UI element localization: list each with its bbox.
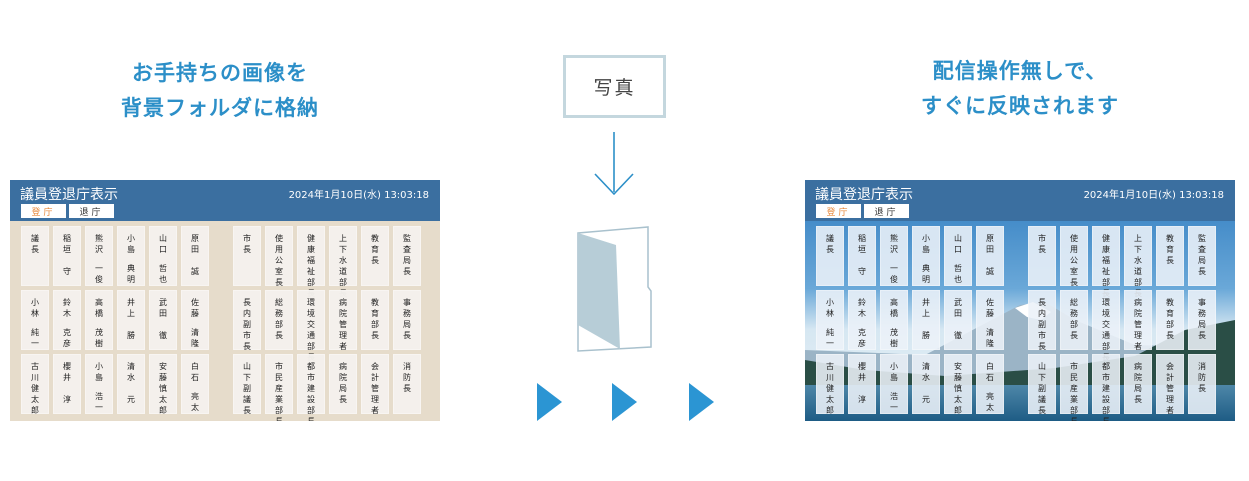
member-card: 議長 [816, 226, 844, 286]
right-caption-line2: すぐに反映されます [921, 94, 1119, 118]
official-card: 都市建設部長 [1092, 354, 1120, 421]
member-card: 高橋茂樹 [85, 290, 113, 350]
member-card: 熊沢一俊 [880, 226, 908, 286]
official-card: 市長 [233, 226, 261, 286]
member-card: 櫻井淳 [848, 354, 876, 414]
tab-leave[interactable]: 退庁 [864, 204, 909, 218]
tab-leave[interactable]: 退庁 [69, 204, 114, 218]
member-card: 原田誠 [976, 226, 1004, 286]
official-card: 長内副市長 [233, 290, 261, 351]
official-card: 会計管理者 [1156, 354, 1184, 415]
app-title: 議員登退庁表示 [20, 187, 118, 203]
official-card: 都市建設部長 [297, 354, 325, 421]
app-title: 議員登退庁表示 [815, 187, 913, 203]
official-card: 市長 [1028, 226, 1056, 286]
official-card: 総務部長 [1060, 290, 1088, 350]
tab-attend[interactable]: 登庁 [21, 204, 66, 218]
official-card: 市民産業部長 [1060, 354, 1088, 421]
official-card: 教育部長 [361, 290, 389, 350]
tab-attend[interactable]: 登庁 [816, 204, 861, 218]
left-caption-line1: お手持ちの画像を [132, 61, 308, 85]
photo-label-box: 写真 [563, 55, 666, 118]
member-card: 議長 [21, 226, 49, 286]
official-card: 長内副市長 [1028, 290, 1056, 351]
member-card: 原田誠 [181, 226, 209, 286]
official-card: 健康福祉部長 [1092, 226, 1120, 298]
member-card: 小島典明 [912, 226, 940, 286]
official-card: 山下副議長 [1028, 354, 1056, 415]
member-card: 熊沢一俊 [85, 226, 113, 286]
member-card: 小島典明 [117, 226, 145, 286]
official-card: 市民産業部長 [265, 354, 293, 421]
member-card: 鈴木克彦 [848, 290, 876, 350]
official-card: 会計管理者 [361, 354, 389, 415]
member-card: 山口哲也 [149, 226, 177, 286]
member-card: 安藤慎太郎 [149, 354, 177, 415]
official-card: 健康福祉部長 [297, 226, 325, 298]
official-card: 使用公室長 [1060, 226, 1088, 287]
member-card: 白石亮太 [976, 354, 1004, 414]
official-card: 事務局長 [393, 290, 421, 350]
left-caption-line2: 背景フォルダに格納 [121, 96, 319, 120]
screen-header: 議員登退庁表示 2024年1月10日(水) 13:03:18 登庁 退庁 [10, 180, 440, 221]
official-card: 病院局長 [329, 354, 357, 414]
right-caption: 配信操作無しで、 すぐに反映されます [820, 54, 1220, 124]
member-card: 井上勝 [117, 290, 145, 350]
arrow-down-icon [594, 132, 634, 196]
folder-icon [577, 226, 652, 352]
official-card: 病院管理者 [1124, 290, 1152, 351]
display-screen-photo: 議員登退庁表示 2024年1月10日(水) 13:03:18 登庁 退庁 議長稲… [805, 180, 1235, 421]
official-card: 上下水道部長 [329, 226, 357, 298]
member-card: 清水元 [912, 354, 940, 414]
member-card: 小林純一 [21, 290, 49, 350]
member-card: 古川健太郎 [21, 354, 49, 415]
member-card: 小島浩一 [85, 354, 113, 414]
member-card: 小林純一 [816, 290, 844, 350]
official-card: 教育長 [1156, 226, 1184, 286]
member-card: 小島浩一 [880, 354, 908, 414]
official-card: 環境交通部長 [1092, 290, 1120, 362]
play-arrow-icon [537, 383, 562, 421]
official-card: 教育部長 [1156, 290, 1184, 350]
member-card: 稲垣守 [848, 226, 876, 286]
member-card: 櫻井淳 [53, 354, 81, 414]
photo-label: 写真 [593, 77, 636, 99]
member-card: 稲垣守 [53, 226, 81, 286]
member-card: 佐藤清隆 [976, 290, 1004, 350]
official-card: 事務局長 [1188, 290, 1216, 350]
official-card: 病院局長 [1124, 354, 1152, 414]
official-card: 教育長 [361, 226, 389, 286]
datetime: 2024年1月10日(水) 13:03:18 [1083, 190, 1224, 201]
member-card: 山口哲也 [944, 226, 972, 286]
member-card: 武田徹 [149, 290, 177, 350]
member-card: 佐藤清隆 [181, 290, 209, 350]
play-arrow-icon [689, 383, 714, 421]
member-card: 鈴木克彦 [53, 290, 81, 350]
left-caption: お手持ちの画像を 背景フォルダに格納 [30, 56, 410, 126]
member-card: 清水元 [117, 354, 145, 414]
member-card: 白石亮太 [181, 354, 209, 414]
screen-header: 議員登退庁表示 2024年1月10日(水) 13:03:18 登庁 退庁 [805, 180, 1235, 221]
official-card: 使用公室長 [265, 226, 293, 287]
official-card: 環境交通部長 [297, 290, 325, 362]
official-card: 消防長 [393, 354, 421, 414]
official-card: 総務部長 [265, 290, 293, 350]
member-card: 古川健太郎 [816, 354, 844, 415]
right-caption-line1: 配信操作無しで、 [932, 59, 1108, 83]
official-card: 監査局長 [1188, 226, 1216, 286]
official-card: 病院管理者 [329, 290, 357, 351]
member-card: 高橋茂樹 [880, 290, 908, 350]
datetime: 2024年1月10日(水) 13:03:18 [288, 190, 429, 201]
official-card: 消防長 [1188, 354, 1216, 414]
official-card: 監査局長 [393, 226, 421, 286]
play-arrow-icon [612, 383, 637, 421]
official-card: 山下副議長 [233, 354, 261, 415]
display-screen-plain: 議員登退庁表示 2024年1月10日(水) 13:03:18 登庁 退庁 議長稲… [10, 180, 440, 421]
member-card: 安藤慎太郎 [944, 354, 972, 415]
member-card: 井上勝 [912, 290, 940, 350]
official-card: 上下水道部長 [1124, 226, 1152, 298]
member-card: 武田徹 [944, 290, 972, 350]
